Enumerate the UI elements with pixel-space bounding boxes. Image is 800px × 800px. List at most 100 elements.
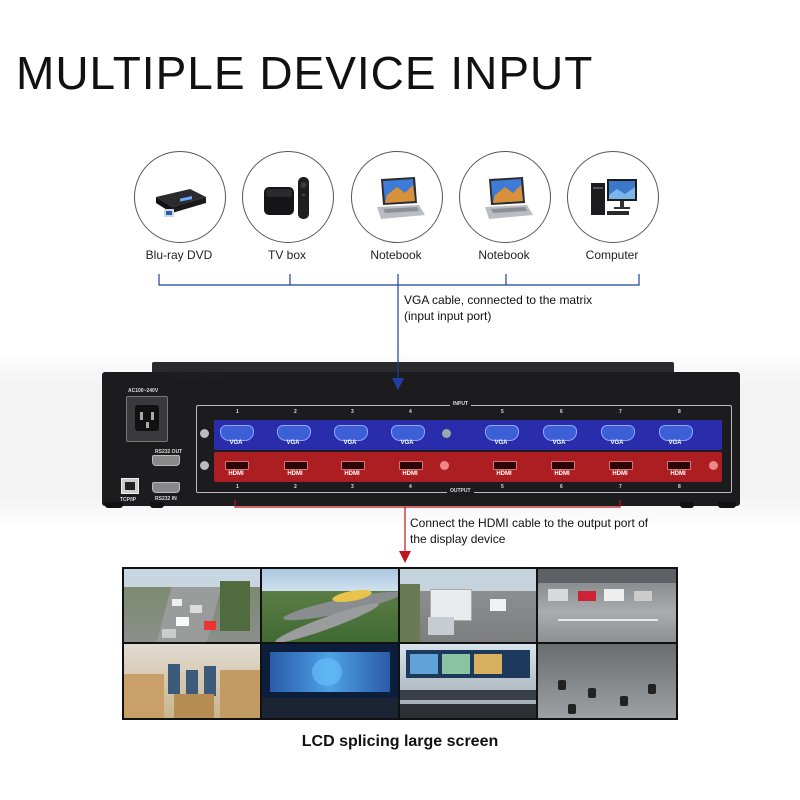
vga-annotation-line1: VGA cable, connected to the matrix [404,293,593,307]
screw [709,461,718,470]
device-circle-computer [567,151,659,243]
screen-tile-traffic [124,569,260,642]
device-foot [150,502,164,508]
hdmi-port-6[interactable] [551,461,575,470]
notebook-icon [485,177,533,219]
hdmi-port-1[interactable] [225,461,249,470]
vga-arrow-head [392,378,404,390]
device-foot-right [718,502,736,508]
device-circle-notebook-1 [351,151,443,243]
output-number: 8 [678,484,681,490]
screen-tile-control-room [262,644,398,718]
input-number: 2 [294,409,297,415]
screw [200,461,209,470]
device-circle-notebook-2 [459,151,551,243]
screen-tile-monitoring-center [400,644,536,718]
vga-port-4[interactable] [391,425,425,441]
tcpip-label: TCP/IP [120,497,137,503]
hdmi-annotation: Connect the HDMI cable to the output por… [410,515,648,547]
screw [442,429,451,438]
page-title: MULTIPLE DEVICE INPUT [16,47,594,99]
device-label-computer: Computer [585,248,639,262]
input-number: 6 [560,409,563,415]
notebook-icon [377,177,425,219]
device-label-bluray: Blu-ray DVD [145,248,213,262]
vga-port-8[interactable] [659,425,693,441]
screw [200,429,209,438]
power-label: AC100~240V [128,388,159,394]
device-foot-left [105,502,123,508]
vga-port-label: VGA [668,440,682,446]
rs232-in-port[interactable] [152,482,180,493]
hdmi-port-5[interactable] [493,461,517,470]
vga-port-1[interactable] [220,425,254,441]
device-label-notebook-1: Notebook [370,248,422,262]
hdmi-port-7[interactable] [609,461,633,470]
hdmi-bracket-line [234,500,621,508]
ethernet-port[interactable] [121,478,139,494]
vga-port-7[interactable] [601,425,635,441]
screen-tile-warehouse [124,644,260,718]
lcd-splicing-screen [122,567,678,720]
hdmi-port-4[interactable] [399,461,423,470]
hdmi-annotation-line1: Connect the HDMI cable to the output por… [410,516,649,530]
rs232-in-label: RS232 IN [155,496,177,502]
vga-port-label: VGA [229,440,243,446]
vga-bracket-line [158,274,640,286]
vga-port-6[interactable] [543,425,577,441]
screen-tile-parking [538,569,676,642]
hdmi-port-2[interactable] [284,461,308,470]
output-number: 6 [560,484,563,490]
screen-tile-highway [262,569,398,642]
vga-port-label: VGA [610,440,624,446]
output-number: 1 [236,484,239,490]
input-number: 8 [678,409,681,415]
vga-port-label: VGA [343,440,357,446]
vga-port-label: VGA [400,440,414,446]
hdmi-port-label: HDMI [228,471,244,477]
device-circle-tvbox [242,151,334,243]
hdmi-port-3[interactable] [341,461,365,470]
output-number: 7 [619,484,622,490]
input-number: 4 [409,409,412,415]
output-number: 3 [351,484,354,490]
screen-tile-night-street [538,644,676,718]
vga-annotation: VGA cable, connected to the matrix (inpu… [404,292,592,324]
vga-annotation-line2: (input input port) [404,309,492,323]
screen-tile-truck [400,569,536,642]
hdmi-arrow-head [399,551,411,563]
vga-port-label: VGA [552,440,566,446]
input-label: INPUT [450,401,471,407]
screw [440,461,449,470]
device-foot [680,502,694,508]
hdmi-port-label: HDMI [287,471,303,477]
device-label-notebook-2: Notebook [478,248,530,262]
hdmi-port-8[interactable] [667,461,691,470]
tv-box-icon [264,177,309,219]
output-number: 4 [409,484,412,490]
desktop-computer-icon [591,179,637,215]
vga-port-2[interactable] [277,425,311,441]
vga-port-label: VGA [494,440,508,446]
screen-caption: LCD splicing large screen [301,733,499,750]
hdmi-annotation-line2: the display device [410,532,506,546]
input-number: 5 [501,409,504,415]
bluray-player-icon [156,189,206,217]
rs232-out-port[interactable] [152,455,180,466]
vga-port-5[interactable] [485,425,519,441]
vga-port-3[interactable] [334,425,368,441]
device-label-tvbox: TV box [267,248,306,262]
device-circle-bluray [134,151,226,243]
input-number: 3 [351,409,354,415]
matrix-host-label: Matrix host [171,370,225,382]
hdmi-port-label: HDMI [402,471,418,477]
hdmi-port-label: HDMI [612,471,628,477]
output-number: 5 [501,484,504,490]
input-number: 7 [619,409,622,415]
input-number: 1 [236,409,239,415]
output-number: 2 [294,484,297,490]
power-socket [126,396,168,442]
hdmi-port-label: HDMI [344,471,360,477]
